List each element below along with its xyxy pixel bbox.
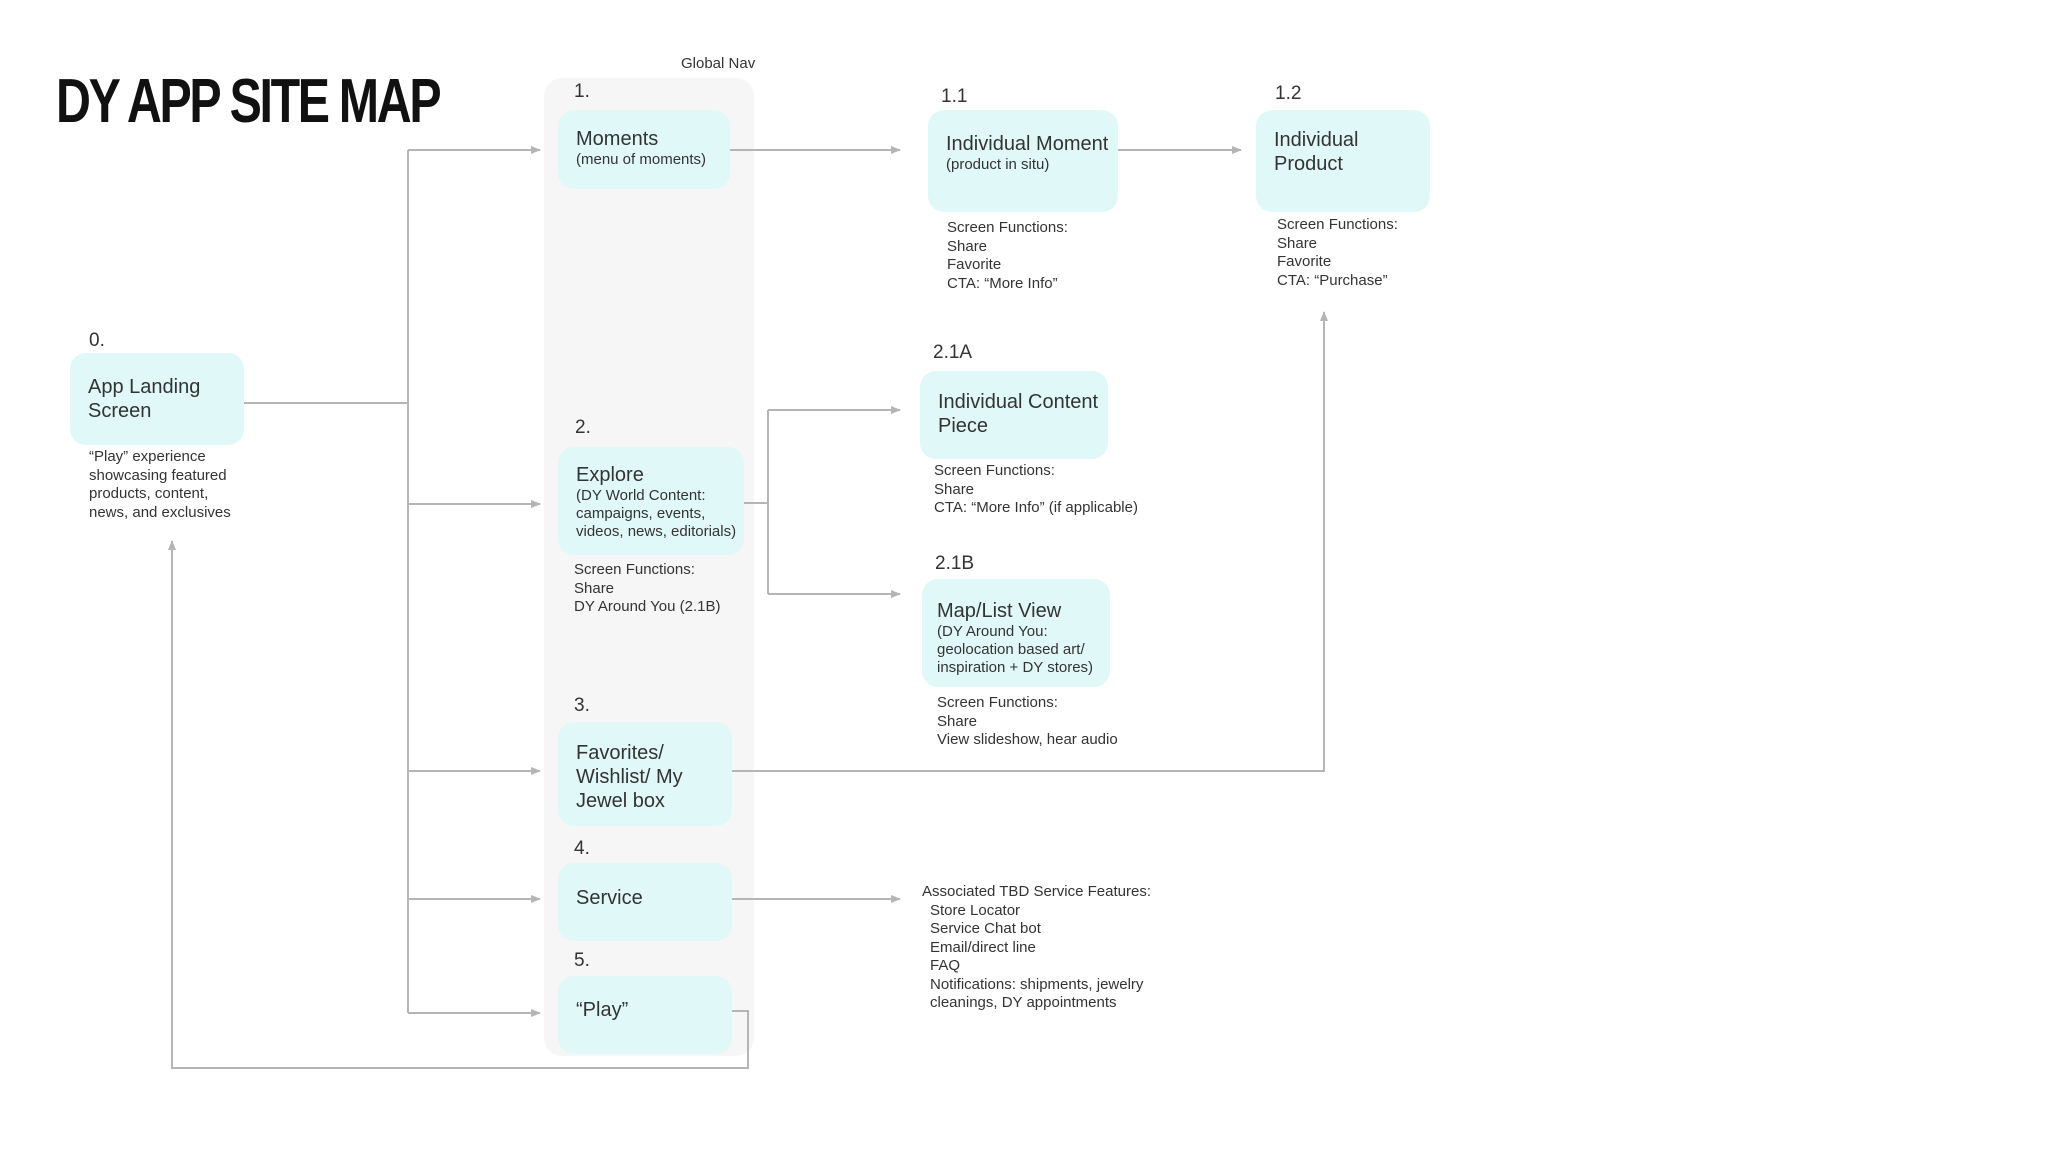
map-list-subtitle-line: inspiration + DY stores) <box>937 659 1094 676</box>
individual-moment-note: Screen Functions: <box>947 219 1068 236</box>
favorites-title-line-3: Jewel box <box>576 790 665 812</box>
service-features-title: Associated TBD Service Features: <box>922 883 1151 900</box>
service-feature: Store Locator <box>930 901 1021 919</box>
node-service[interactable]: Service <box>558 863 732 941</box>
node-moments[interactable]: Moments (menu of moments) <box>558 110 730 189</box>
content-piece-note: Screen Functions: <box>934 462 1055 479</box>
individual-product-number: 1.2 <box>1275 83 1302 104</box>
landing-note: showcasing featured <box>89 466 227 484</box>
link-favorites-to-product <box>728 311 1328 772</box>
play-title: “Play” <box>576 999 629 1021</box>
service-feature: cleanings, DY appointments <box>930 994 1117 1011</box>
explore-note: DY Around You (2.1B) <box>574 598 721 615</box>
map-list-note: View slideshow, hear audio <box>937 731 1118 748</box>
explore-title: Explore <box>576 464 644 486</box>
individual-product-note: Screen Functions: <box>1277 216 1398 233</box>
service-feature: Email/direct line <box>930 938 1036 956</box>
content-piece-note: CTA: “More Info” (if applicable) <box>934 499 1138 516</box>
landing-notes: “Play” experience showcasing featured pr… <box>89 448 231 522</box>
individual-product-notes: Screen Functions: Share Favorite CTA: “P… <box>1277 216 1398 290</box>
node-app-landing[interactable]: App Landing Screen <box>70 353 244 445</box>
service-title: Service <box>576 887 643 909</box>
individual-product-note: Share <box>1277 234 1318 252</box>
page-title: DY APP SITE MAP <box>56 67 442 136</box>
service-feature: Service Chat bot <box>930 920 1041 937</box>
map-list-note: Share <box>937 712 978 730</box>
individual-moment-note: Favorite <box>947 256 1002 273</box>
map-list-subtitle-line: (DY Around You: <box>937 623 1048 640</box>
individual-product-note: Favorite <box>1277 253 1332 270</box>
node-individual-content-piece[interactable]: Individual Content Piece <box>920 371 1108 459</box>
content-piece-notes: Screen Functions: Share CTA: “More Info”… <box>934 462 1138 518</box>
node-favorites[interactable]: Favorites/ Wishlist/ My Jewel box <box>558 722 732 826</box>
individual-product-note: CTA: “Purchase” <box>1277 271 1388 289</box>
play-number: 5. <box>574 950 590 971</box>
individual-product-title-line-1: Individual <box>1274 129 1359 151</box>
node-map-list-view[interactable]: Map/List View (DY Around You: geolocatio… <box>922 579 1110 687</box>
explore-note: Share <box>574 579 615 597</box>
landing-note: “Play” experience <box>89 448 206 465</box>
content-piece-note: Share <box>934 480 975 498</box>
favorites-title-line-1: Favorites/ <box>576 742 664 764</box>
explore-notes: Screen Functions: Share DY Around You (2… <box>574 561 721 617</box>
individual-moment-note: Share <box>947 237 988 255</box>
moments-number: 1. <box>574 81 590 102</box>
individual-moment-number: 1.1 <box>941 86 968 107</box>
map-list-title: Map/List View <box>937 600 1062 622</box>
node-individual-product[interactable]: Individual Product <box>1256 110 1430 212</box>
explore-subtitle-line: videos, news, editorials) <box>576 523 737 540</box>
explore-subtitle-line: (DY World Content: <box>576 487 706 504</box>
content-piece-title-line-2: Piece <box>938 415 989 437</box>
map-list-number: 2.1B <box>935 553 975 574</box>
individual-moment-title: Individual Moment <box>946 133 1109 155</box>
individual-moment-notes: Screen Functions: Share Favorite CTA: “M… <box>947 219 1068 293</box>
node-individual-moment[interactable]: Individual Moment (product in situ) <box>928 110 1118 212</box>
individual-moment-subtitle: (product in situ) <box>946 156 1050 173</box>
explore-number: 2. <box>575 417 591 438</box>
service-feature: FAQ <box>930 957 961 974</box>
individual-moment-note: CTA: “More Info” <box>947 274 1058 292</box>
individual-product-title-line-2: Product <box>1274 153 1343 175</box>
content-piece-title-line-1: Individual Content <box>938 391 1099 413</box>
landing-title-line-1: App Landing <box>88 376 201 398</box>
favorites-title-line-2: Wishlist/ My <box>576 766 683 788</box>
moments-subtitle: (menu of moments) <box>576 151 707 168</box>
node-explore[interactable]: Explore (DY World Content: campaigns, ev… <box>558 447 744 555</box>
explore-note: Screen Functions: <box>574 561 695 578</box>
explore-subtitle-line: campaigns, events, <box>576 505 706 522</box>
node-play[interactable]: “Play” <box>558 976 732 1054</box>
landing-title-line-2: Screen <box>88 400 152 422</box>
content-piece-number: 2.1A <box>933 342 973 363</box>
landing-note: products, content, <box>89 485 209 502</box>
service-number: 4. <box>574 838 590 859</box>
landing-note: news, and exclusives <box>89 503 231 521</box>
favorites-number: 3. <box>574 695 590 716</box>
link-play-to-landing <box>168 540 749 1069</box>
global-nav-label: Global Nav <box>681 55 756 72</box>
map-list-notes: Screen Functions: Share View slideshow, … <box>937 694 1118 750</box>
landing-number: 0. <box>89 330 105 351</box>
service-features-notes: Associated TBD Service Features: Store L… <box>922 883 1151 1013</box>
map-list-subtitle-line: geolocation based art/ <box>937 641 1085 658</box>
moments-title: Moments <box>576 128 659 150</box>
service-feature: Notifications: shipments, jewelry <box>930 975 1144 993</box>
map-list-note: Screen Functions: <box>937 694 1058 711</box>
